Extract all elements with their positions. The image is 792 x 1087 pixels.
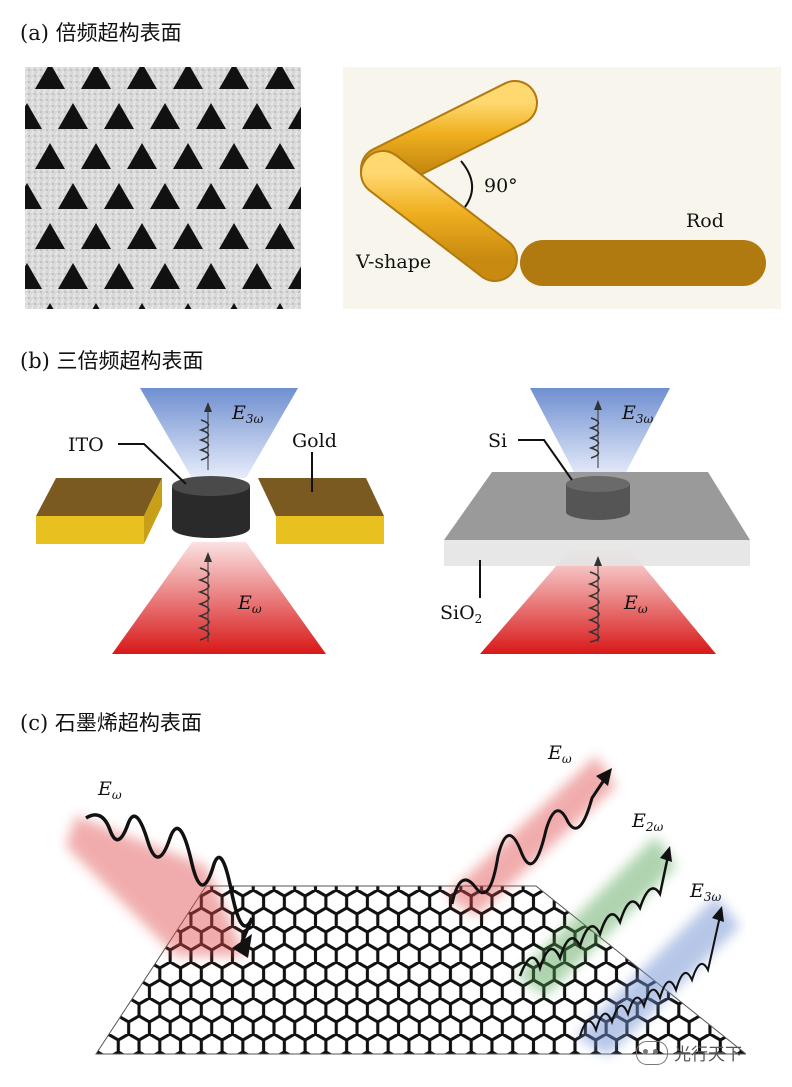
lattice-triangle xyxy=(58,103,88,129)
graphene-input-field: Eω xyxy=(98,778,122,802)
angle-arc xyxy=(460,160,473,208)
si-leader xyxy=(518,439,573,481)
lattice-triangle xyxy=(127,143,157,169)
lattice-triangle xyxy=(35,143,65,169)
lattice-triangle xyxy=(81,143,111,169)
angle-label: 90° xyxy=(484,175,518,197)
input-wave xyxy=(197,552,212,642)
lattice-triangle xyxy=(288,266,301,289)
input-beam xyxy=(112,542,326,654)
output-beam xyxy=(530,388,670,476)
lattice-triangle xyxy=(288,186,301,209)
lattice-triangle xyxy=(150,183,180,209)
lattice-triangle xyxy=(173,67,203,89)
panel-a-title: (a) 倍频超构表面 xyxy=(20,21,182,45)
graphene-illustration xyxy=(66,756,746,1056)
lattice-triangle xyxy=(196,103,226,129)
gold-pad-left xyxy=(36,478,162,544)
si-label: Si xyxy=(488,430,508,452)
lattice-triangle xyxy=(25,183,42,209)
lattice-triangle xyxy=(184,303,192,309)
lattice-triangle xyxy=(196,263,226,289)
lattice-triangle xyxy=(219,143,249,169)
panel-c-title: (c) 石墨烯超构表面 xyxy=(20,711,202,735)
lattice-triangle xyxy=(276,303,284,309)
lattice-triangle xyxy=(25,103,42,129)
outgoing-beam-omega xyxy=(446,756,616,916)
output-beam xyxy=(140,388,298,478)
lattice-triangle xyxy=(242,183,272,209)
watermark-text: 光行天下 xyxy=(674,1045,742,1065)
triangle-array-image xyxy=(25,67,301,309)
gold-pad-right xyxy=(258,478,384,544)
lattice-triangle xyxy=(173,223,203,249)
lattice-triangle xyxy=(104,103,134,129)
watermark: 光行天下 xyxy=(636,1040,742,1065)
si-output-field: E3ω xyxy=(622,402,654,426)
ito-leader xyxy=(118,443,187,485)
ito-disk xyxy=(172,476,250,538)
lattice-triangle xyxy=(81,223,111,249)
lattice-triangle xyxy=(219,67,249,89)
lattice-triangle xyxy=(92,303,100,309)
ito-input-field: Eω xyxy=(238,592,262,616)
lattice-triangle xyxy=(35,223,65,249)
graphene-output-2omega: E2ω xyxy=(632,810,664,834)
lattice-triangle xyxy=(46,303,54,309)
lattice-triangle xyxy=(230,303,238,309)
lattice-triangle xyxy=(58,263,88,289)
lattice-triangle xyxy=(150,263,180,289)
lattice-triangle xyxy=(138,303,146,309)
incoming-beam xyxy=(66,813,254,958)
lattice-triangle xyxy=(265,143,295,169)
lattice-triangle xyxy=(150,103,180,129)
wechat-icon xyxy=(636,1040,668,1065)
lattice-triangle xyxy=(173,143,203,169)
output-wave xyxy=(588,400,602,468)
outgoing-beam-2omega xyxy=(516,836,676,996)
lattice-triangle xyxy=(25,263,42,289)
lattice-triangle xyxy=(265,67,295,89)
graphene-output-3omega: E3ω xyxy=(690,880,722,904)
si-sio2-illustration xyxy=(444,388,750,654)
input-wave xyxy=(587,556,602,643)
vshape-rod-illustration xyxy=(343,67,781,309)
ito-label: ITO xyxy=(68,434,104,456)
lattice-triangle xyxy=(58,183,88,209)
graphene-output-omega: Eω xyxy=(548,742,572,766)
lattice-triangle xyxy=(81,67,111,89)
panel-b-title: (b) 三倍频超构表面 xyxy=(20,349,204,373)
lattice-triangle xyxy=(265,223,295,249)
lattice-triangle xyxy=(196,183,226,209)
sio2-label: SiO2 xyxy=(440,602,483,626)
lattice-triangle xyxy=(35,67,65,89)
rod-label: Rod xyxy=(686,210,724,232)
output-wave xyxy=(198,402,212,470)
lattice-triangle xyxy=(104,263,134,289)
ito-gold-illustration xyxy=(36,388,384,654)
ito-output-field: E3ω xyxy=(232,402,264,426)
gold-label: Gold xyxy=(292,430,337,452)
lattice-triangle xyxy=(242,103,272,129)
lattice-triangle xyxy=(242,263,272,289)
lattice-triangle xyxy=(127,67,157,89)
lattice-triangle xyxy=(127,223,157,249)
si-disk xyxy=(566,476,630,520)
lattice-triangle xyxy=(219,223,249,249)
lattice-triangle xyxy=(104,183,134,209)
outgoing-beam-3omega xyxy=(576,896,740,1056)
si-input-field: Eω xyxy=(624,592,648,616)
vshape-label: V-shape xyxy=(356,251,432,273)
